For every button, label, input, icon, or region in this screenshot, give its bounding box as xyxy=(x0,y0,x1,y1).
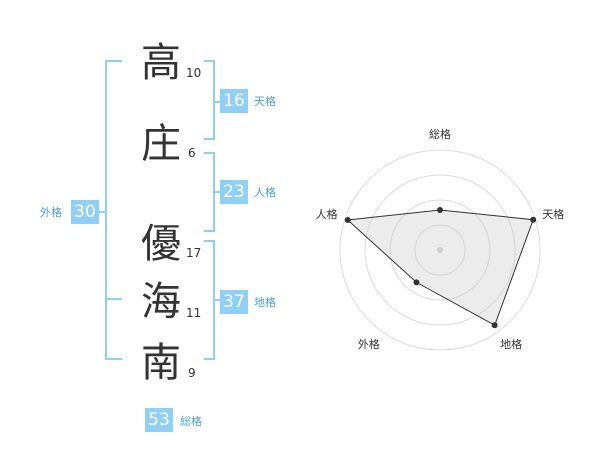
soukaku-value: 53 xyxy=(145,408,173,432)
chikaku-label: 地格 xyxy=(254,296,276,309)
jinkaku-label: 人格 xyxy=(254,186,276,199)
gaikaku-bracket-tick xyxy=(98,211,107,213)
radar-axis-label-1: 天格 xyxy=(542,207,564,221)
gaikaku-bracket-bottom xyxy=(105,358,122,360)
stroke-count-4: 11 xyxy=(186,306,202,320)
radar-axis-label-2: 地格 xyxy=(500,337,522,351)
gaikaku-bracket xyxy=(105,60,107,360)
name-char-3: 優 xyxy=(141,221,181,267)
radar-axis-label-4: 人格 xyxy=(316,207,338,221)
radar-point-0 xyxy=(437,207,443,213)
chikaku-bracket-tick xyxy=(213,299,221,301)
jinkaku-bracket-top xyxy=(204,152,215,154)
radar-series-polygon xyxy=(346,209,534,326)
radar-point-1 xyxy=(530,216,537,223)
stroke-count-1: 10 xyxy=(186,66,202,80)
chikaku-value: 37 xyxy=(220,290,248,314)
tenkaku-value: 16 xyxy=(220,89,248,113)
tenkaku-label: 天格 xyxy=(254,95,276,108)
radar-point-2 xyxy=(491,322,498,329)
gaikaku-label: 外格 xyxy=(40,206,62,219)
radar-ring-1 xyxy=(414,224,466,276)
name-char-4: 海 xyxy=(141,279,181,325)
radar-ring-3 xyxy=(364,174,516,326)
stroke-count-2: 6 xyxy=(188,146,196,160)
tenkaku-bracket-tick xyxy=(213,101,221,103)
soukaku-label: 総格 xyxy=(180,415,202,428)
chikaku-bracket-top xyxy=(204,240,215,242)
radar-axis-label-0: 総格 xyxy=(429,127,451,141)
tenkaku-bracket xyxy=(213,60,215,140)
gaikaku-bracket-mid xyxy=(105,298,122,300)
tenkaku-bracket-bottom xyxy=(204,138,215,140)
radar-point-3 xyxy=(413,279,420,286)
radar-center-dot xyxy=(437,247,443,253)
stroke-count-3: 17 xyxy=(186,246,202,260)
name-char-2: 庄 xyxy=(141,121,181,167)
jinkaku-value: 23 xyxy=(220,180,248,204)
tenkaku-bracket-top xyxy=(204,60,215,62)
jinkaku-bracket-tick xyxy=(213,191,221,193)
name-char-1: 高 xyxy=(141,40,181,86)
gaikaku-value: 30 xyxy=(71,200,99,224)
radar-point-4 xyxy=(344,217,351,224)
radar-ring-2 xyxy=(389,199,491,301)
jinkaku-bracket-bottom xyxy=(204,230,215,232)
name-char-5: 南 xyxy=(141,340,181,386)
radar-axis-label-3: 外格 xyxy=(358,337,380,351)
gaikaku-bracket-top xyxy=(105,60,122,62)
stroke-count-5: 9 xyxy=(188,366,196,380)
radar-ring-4 xyxy=(339,149,541,351)
chikaku-bracket-bottom xyxy=(204,358,215,360)
